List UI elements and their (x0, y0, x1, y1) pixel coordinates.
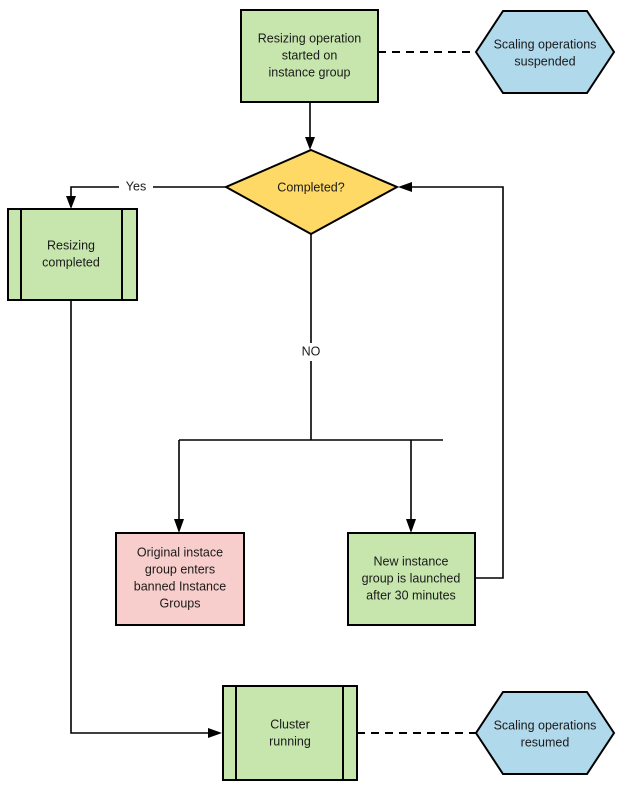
arrowhead-icon (406, 519, 416, 533)
node-new-group-launched-line-1: group is launched (362, 571, 461, 585)
node-resizing-completed-shape[interactable] (7, 208, 138, 301)
node-completed-decision-label: Completed? (277, 180, 344, 194)
node-original-group-banned[interactable]: Original instace group enters banned Ins… (115, 532, 245, 626)
edge-label-no-backdrop (294, 343, 328, 361)
node-cluster-running-shape[interactable] (222, 685, 358, 781)
edge-decision-yes (66, 186, 226, 209)
node-scaling-suspended-line-1: suspended (514, 54, 575, 68)
node-cluster-running-line-1: running (269, 734, 311, 748)
edge-label-yes-backdrop (119, 179, 153, 195)
node-resizing-completed-line-0: Resizing (47, 238, 95, 252)
node-new-group-launched[interactable]: New instance group is launched after 30 … (347, 532, 476, 626)
node-completed-decision-shape[interactable] (223, 148, 400, 236)
node-original-group-banned-line-1: group enters (145, 562, 215, 576)
node-scaling-suspended-shape[interactable] (474, 10, 616, 94)
node-scaling-resumed[interactable]: Scaling operations resumed (474, 691, 616, 775)
node-resizing-started[interactable]: Resizing operation started on instance g… (240, 9, 379, 103)
edge-label-yes: Yes (119, 179, 153, 195)
edge-label-yes-text: Yes (126, 179, 146, 193)
node-cluster-running[interactable]: Cluster running (222, 685, 358, 781)
node-resizing-completed[interactable]: Resizing completed (7, 208, 138, 301)
edge-label-no-text: NO (302, 344, 321, 358)
arrowhead-icon (208, 728, 222, 738)
edge-completed-to-cluster (70, 300, 222, 738)
node-resizing-started-line-1: started on (282, 48, 338, 62)
edge-label-no: NO (294, 343, 328, 361)
node-scaling-suspended[interactable]: Scaling operations suspended (474, 10, 616, 94)
node-resizing-started-line-2: instance group (268, 65, 350, 79)
node-resizing-started-shape[interactable] (240, 9, 379, 103)
node-original-group-banned-shape[interactable] (115, 532, 245, 626)
edge-relaunch-feedback (398, 182, 504, 579)
node-original-group-banned-line-2: banned Instance (134, 579, 226, 593)
node-new-group-launched-line-0: New instance (373, 554, 448, 568)
node-scaling-resumed-line-1: resumed (521, 735, 570, 749)
node-new-group-launched-shape[interactable] (347, 532, 476, 626)
node-resizing-started-line-0: Resizing operation (258, 31, 362, 45)
edge-decision-no (174, 234, 443, 533)
arrowhead-icon (305, 137, 315, 150)
arrowhead-icon (174, 519, 184, 533)
node-original-group-banned-line-0: Original instace (137, 545, 223, 559)
node-resizing-completed-line-1: completed (42, 255, 100, 269)
arrowhead-icon (66, 196, 76, 209)
node-new-group-launched-line-2: after 30 minutes (366, 588, 456, 602)
edge-started-to-decision (305, 102, 315, 150)
node-scaling-resumed-shape[interactable] (474, 691, 616, 775)
node-scaling-resumed-line-0: Scaling operations (494, 718, 597, 732)
node-cluster-running-line-0: Cluster (270, 717, 310, 731)
node-completed-decision[interactable]: Completed? (223, 148, 400, 236)
arrowhead-icon (398, 182, 412, 192)
node-scaling-suspended-line-0: Scaling operations (494, 37, 597, 51)
node-original-group-banned-line-3: Groups (160, 596, 201, 610)
